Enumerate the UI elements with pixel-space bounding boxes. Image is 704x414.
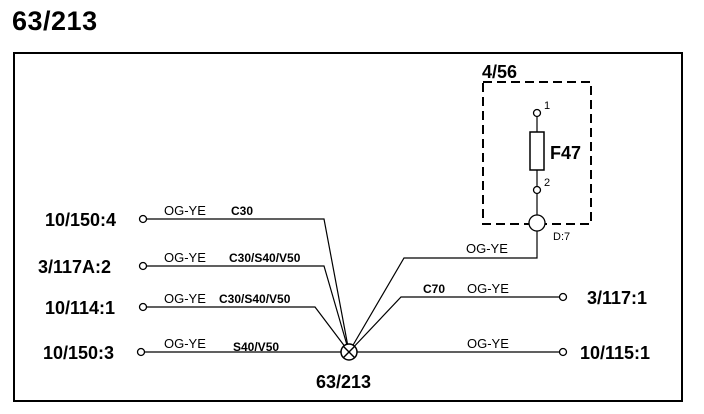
fuse-wire [348, 231, 538, 353]
fuse-wire-color: OG-YE [466, 241, 508, 256]
fuse-pin-1 [532, 108, 542, 118]
terminal-pin-3-117-1 [558, 292, 568, 302]
wire-code-3-117-1: C70 [423, 282, 445, 296]
terminal-pin-10-115-1 [558, 347, 568, 357]
splice-icon [340, 343, 358, 361]
diagram-frame [13, 52, 683, 402]
terminal-pin-3-117a-2 [138, 261, 148, 271]
terminal-label-10-150-3: 10/150:3 [43, 343, 114, 363]
terminal-pin-10-150-4 [138, 214, 148, 224]
pin-2-label: 2 [544, 177, 550, 189]
connector-d7 [528, 214, 546, 232]
component-box [482, 81, 592, 225]
terminal-label-10-150-4: 10/150:4 [45, 210, 116, 230]
fuse-icon [529, 131, 545, 171]
wire-10-150-4 [146, 218, 350, 353]
fuse-pin-2 [532, 185, 542, 195]
wire-color-10-114-1: OG-YE [164, 291, 206, 306]
wire-color-10-115-1: OG-YE [467, 336, 509, 351]
component-label: 4/56 [482, 62, 517, 82]
wire-color-3-117-1: OG-YE [467, 281, 509, 296]
splice-label: 63/213 [316, 372, 371, 392]
terminal-label-3-117-1: 3/117:1 [587, 288, 647, 308]
wire-color-10-150-4: OG-YE [164, 203, 206, 218]
wire-code-10-150-3: S40/V50 [233, 340, 279, 354]
page-title: 63/213 [12, 6, 98, 36]
terminal-pin-10-150-3 [136, 347, 146, 357]
wire-3-117-1 [348, 296, 559, 353]
terminal-label-10-115-1: 10/115:1 [580, 343, 650, 363]
wire-color-3-117a-2: OG-YE [164, 250, 206, 265]
terminal-label-10-114-1: 10/114:1 [45, 298, 115, 318]
pin-1-label: 1 [544, 100, 550, 112]
terminal-pin-10-114-1 [138, 302, 148, 312]
wire-3-117a-2 [146, 265, 350, 353]
wire-10-114-1 [146, 306, 350, 353]
wire-code-10-150-4: C30 [231, 204, 253, 218]
wire-code-10-114-1: C30/S40/V50 [219, 292, 291, 306]
fuse-label: F47 [550, 143, 581, 163]
connector-label: D:7 [553, 231, 570, 243]
terminal-label-3-117a-2: 3/117A:2 [38, 257, 111, 277]
wire-code-3-117a-2: C30/S40/V50 [229, 251, 301, 265]
wire-color-10-150-3: OG-YE [164, 336, 206, 351]
